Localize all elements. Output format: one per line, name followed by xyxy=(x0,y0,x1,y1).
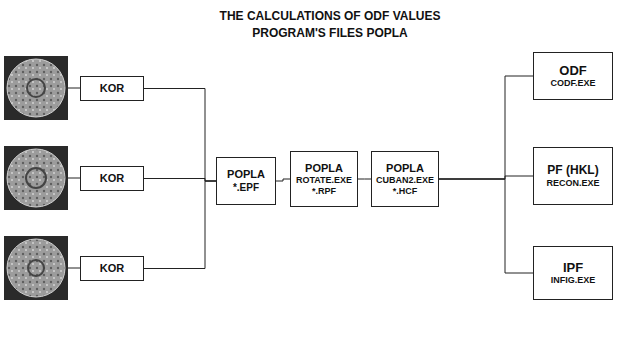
process-box: ODFCODF.EXE xyxy=(533,52,613,100)
connector xyxy=(276,179,290,181)
connector xyxy=(439,76,533,179)
box-heading: POPLA xyxy=(305,162,343,175)
pole-figure-image xyxy=(4,146,68,210)
box-label: CODF.EXE xyxy=(550,78,595,89)
box-label: ROTATE.EXE xyxy=(296,175,352,186)
process-box: POPLAROTATE.EXE*.RPF xyxy=(290,151,358,207)
process-box: POPLA*.EPF xyxy=(216,157,276,205)
connector xyxy=(144,89,216,182)
process-box: POPLACUBAN2.EXE*.HCF xyxy=(371,151,439,207)
box-heading: IPF xyxy=(563,260,583,276)
pole-figure-image xyxy=(4,56,68,120)
box-label: *.RPF xyxy=(312,186,336,197)
process-box: PF (HKL)RECON.EXE xyxy=(533,147,613,205)
box-label: *.HCF xyxy=(393,186,418,197)
process-box: IPFINFIG.EXE xyxy=(533,246,613,300)
box-heading: KOR xyxy=(100,262,124,275)
process-box: KOR xyxy=(80,76,144,101)
process-box: KOR xyxy=(80,256,144,281)
connector xyxy=(358,179,371,180)
image-leader xyxy=(68,88,80,268)
process-box: KOR xyxy=(80,166,144,191)
box-heading: POPLA xyxy=(386,162,424,175)
box-heading: POPLA xyxy=(227,168,265,181)
box-heading: PF (HKL) xyxy=(547,163,598,177)
pole-figure-image xyxy=(4,236,68,300)
box-label: CUBAN2.EXE xyxy=(376,175,434,186)
box-heading: ODF xyxy=(559,63,586,79)
diagram-title: THE CALCULATIONS OF ODF VALUES PROGRAM'S… xyxy=(195,8,465,42)
box-heading: KOR xyxy=(100,172,124,185)
box-heading: KOR xyxy=(100,82,124,95)
connector xyxy=(144,181,216,269)
connector xyxy=(439,179,533,273)
box-label: *.EPF xyxy=(233,182,259,194)
box-label: INFIG.EXE xyxy=(551,275,596,286)
box-label: RECON.EXE xyxy=(546,178,599,189)
